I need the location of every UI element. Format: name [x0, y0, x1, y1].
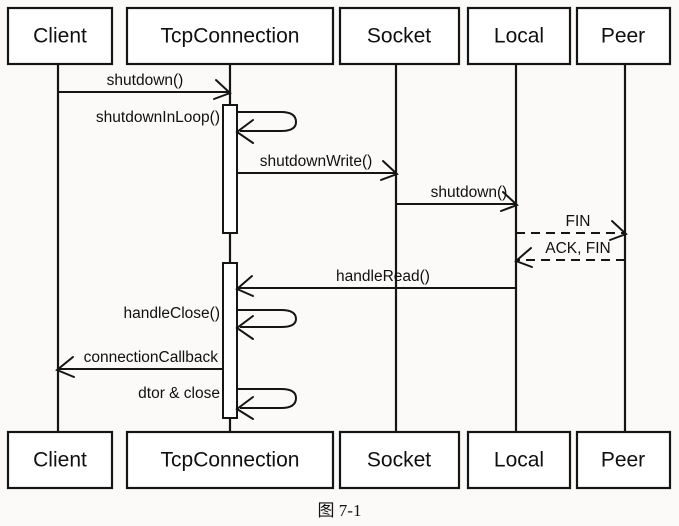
participant-label-local-top: Local — [494, 25, 544, 48]
message-handleclose: handleClose() — [124, 305, 298, 340]
participant-box-client-top[interactable] — [6, 6, 114, 66]
message-line-shutdowninloop — [237, 111, 298, 132]
arrowhead-ack-fin — [514, 247, 533, 268]
activation-bar-handleclose — [222, 262, 238, 419]
arrowhead-handleread — [235, 275, 254, 297]
message-label-connectioncallback: connectionCallback — [84, 349, 219, 366]
arrowhead-fin — [609, 220, 628, 241]
participant-label-socket-bottom: Socket — [367, 449, 431, 472]
participant-label-tcpconnection-top: TcpConnection — [161, 25, 300, 48]
message-label-dtor-close: dtor & close — [138, 385, 220, 402]
message-socket-shutdown: shutdown() — [396, 184, 519, 212]
participant-box-peer-bottom[interactable] — [575, 430, 672, 490]
figure-caption: 图 7-1 — [317, 501, 362, 520]
arrowhead-connectioncallback — [55, 356, 75, 378]
arrowhead-handleclose — [235, 315, 254, 340]
arrowhead-dtor-close — [235, 396, 254, 420]
participant-box-peer-top[interactable] — [575, 6, 672, 66]
participant-label-peer-top: Peer — [601, 25, 645, 48]
participant-box-tcpconnection-bottom[interactable] — [125, 430, 335, 490]
arrowhead-shutdownwrite — [380, 160, 399, 181]
message-label-socket-shutdown: shutdown() — [431, 184, 508, 201]
arrowhead-socket-shutdown — [500, 191, 519, 212]
message-line-handleclose — [237, 309, 298, 328]
participant-boxes-top: Client TcpConnection Socket Local Peer — [6, 6, 672, 66]
participant-label-local-bottom: Local — [494, 449, 544, 472]
message-ack-fin: ACK, FIN — [514, 240, 625, 268]
message-label-shutdown: shutdown() — [107, 72, 184, 89]
participant-box-socket-bottom[interactable] — [338, 430, 461, 490]
message-handleread: handleRead() — [235, 268, 516, 297]
message-shutdown: shutdown() — [58, 72, 232, 100]
arrowhead-shutdowninloop — [235, 119, 254, 144]
participant-label-client-top: Client — [33, 25, 87, 48]
message-connectioncallback: connectionCallback — [55, 349, 223, 378]
participant-label-client-bottom: Client — [33, 449, 87, 472]
message-label-fin: FIN — [566, 213, 591, 230]
message-label-ack-fin: ACK, FIN — [545, 240, 610, 257]
message-dtor-close: dtor & close — [138, 385, 298, 420]
message-label-shutdowninloop: shutdownInLoop() — [96, 109, 220, 126]
participant-label-socket-top: Socket — [367, 25, 431, 48]
arrowhead-shutdown — [213, 79, 232, 100]
participant-label-peer-bottom: Peer — [601, 449, 645, 472]
participant-box-local-top[interactable] — [466, 6, 572, 66]
message-shutdowninloop: shutdownInLoop() — [96, 109, 298, 144]
message-line-dtor-close — [237, 388, 298, 409]
message-label-handleclose: handleClose() — [124, 305, 221, 322]
activation-bars — [222, 104, 238, 419]
activation-bar-shutdown-inloop — [222, 104, 238, 234]
participant-boxes-bottom: Client TcpConnection Socket Local Peer — [6, 430, 672, 490]
participant-box-tcpconnection-top[interactable] — [125, 6, 335, 66]
participant-box-socket-top[interactable] — [338, 6, 461, 66]
message-shutdownwrite: shutdownWrite() — [237, 153, 399, 181]
message-label-shutdownwrite: shutdownWrite() — [260, 153, 373, 170]
message-fin: FIN — [516, 213, 628, 241]
participant-box-client-bottom[interactable] — [6, 430, 114, 490]
participant-label-tcpconnection-bottom: TcpConnection — [161, 449, 300, 472]
message-label-handleread: handleRead() — [336, 268, 430, 285]
participant-box-local-bottom[interactable] — [466, 430, 572, 490]
